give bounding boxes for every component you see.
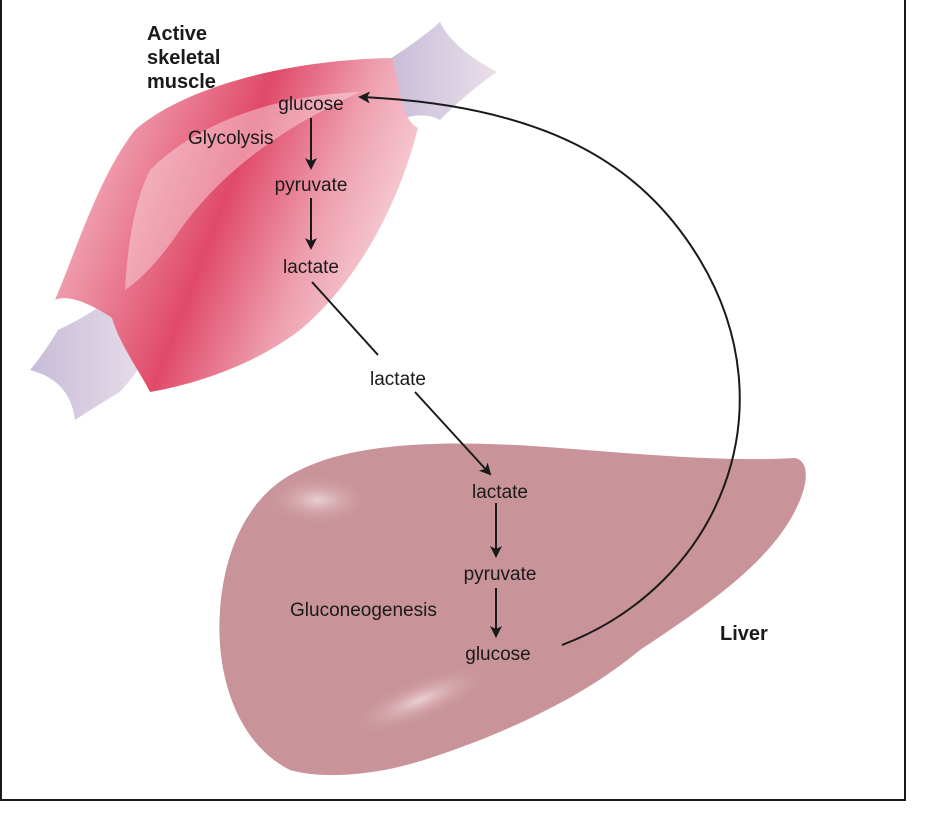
arrow-glucose-return: [358, 91, 741, 646]
liver-pyruvate-label: pyruvate: [464, 564, 537, 585]
frame-border: [0, 0, 906, 801]
line-lactate-to-blood: [311, 281, 379, 356]
muscle-tendon-top: [388, 22, 497, 120]
liver-lactate-label: lactate: [472, 482, 528, 503]
muscle-belly: [55, 58, 418, 392]
liver-shape: [219, 443, 806, 776]
muscle-pyruvate-label: pyruvate: [275, 175, 348, 196]
muscle-title-line-3: muscle: [147, 71, 216, 93]
muscle-title-line-1: Active: [147, 23, 207, 45]
liver-highlight-bottom: [345, 663, 495, 737]
blood-lactate-label: lactate: [370, 369, 426, 390]
liver-highlight-top: [263, 474, 373, 526]
liver-title: Liver: [720, 623, 768, 645]
glycolysis-label: Glycolysis: [188, 128, 274, 149]
muscle-title: Active skeletal muscle: [147, 23, 226, 93]
gluconeogenesis-label: Gluconeogenesis: [290, 600, 437, 621]
liver-glucose-label: glucose: [465, 644, 531, 665]
muscle-glucose-label: glucose: [278, 94, 344, 115]
muscle-highlight: [125, 92, 360, 290]
muscle-lactate-label: lactate: [283, 257, 339, 278]
arrow-blood-to-liver: [414, 391, 492, 476]
muscle-title-line-2: skeletal: [147, 47, 220, 69]
